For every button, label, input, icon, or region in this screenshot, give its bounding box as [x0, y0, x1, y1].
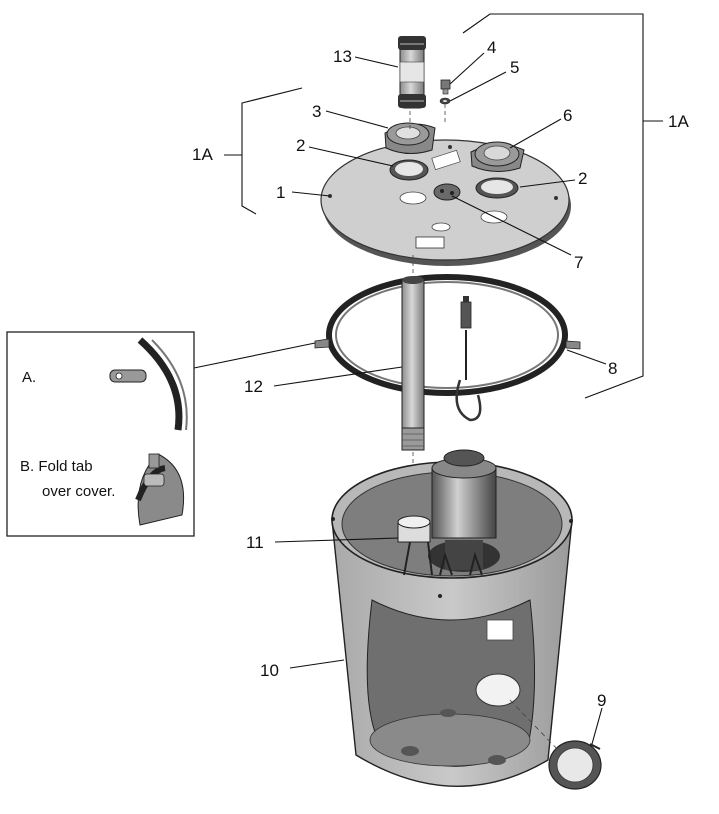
- detail-b-label: B. Fold tab: [20, 458, 93, 475]
- cover-bolt: [440, 79, 451, 95]
- callout-12: 12: [244, 377, 263, 396]
- basin-inlet-hole: [475, 673, 521, 707]
- grommet-right: [475, 177, 519, 199]
- callout-9: 9: [597, 691, 606, 710]
- cover-washer: [439, 97, 451, 105]
- cover-decal: [431, 149, 461, 171]
- callout-8: 8: [608, 359, 617, 378]
- detail-inset: A. B. Fold tab over cover.: [6, 331, 195, 537]
- callout-1: 1: [276, 183, 285, 202]
- cord-grommet: [433, 183, 461, 201]
- detail-a-illustration: [109, 337, 188, 431]
- callout-11: 11: [246, 533, 264, 552]
- callout-4: 4: [487, 38, 496, 57]
- bracket-1a-left: [241, 87, 303, 215]
- callout-2-left: 2: [296, 136, 305, 155]
- basin-label: [486, 619, 514, 641]
- cover-gasket-ring: [314, 274, 581, 396]
- detail-b-illustration: [135, 453, 185, 526]
- callout-1a-right: 1A: [668, 112, 689, 131]
- check-valve-union: [398, 36, 426, 109]
- callout-13: 13: [333, 47, 352, 66]
- callout-6: 6: [563, 106, 572, 125]
- vent-flange: [470, 141, 525, 172]
- bracket-1a-right: [462, 13, 644, 399]
- callout-5: 5: [510, 58, 519, 77]
- discharge-flange: [384, 122, 436, 154]
- detail-a-label: A.: [22, 369, 36, 386]
- cover-hole-left: [399, 191, 427, 205]
- callout-10: 10: [260, 661, 279, 680]
- cover-hole-center: [431, 222, 451, 232]
- inlet-hub-seal: [548, 740, 602, 790]
- callout-7: 7: [574, 253, 583, 272]
- inset-pointer-line: [193, 342, 316, 369]
- basin-cover: [320, 139, 571, 266]
- callout-2-right: 2: [578, 169, 587, 188]
- callout-1a-left: 1A: [192, 145, 213, 164]
- discharge-pipe: [401, 276, 425, 451]
- callout-3: 3: [312, 102, 321, 121]
- pump-discharge-outlet: [397, 515, 433, 576]
- grommet-left: [389, 159, 429, 181]
- sump-pump: [428, 296, 500, 576]
- cover-label-plate: [415, 236, 445, 249]
- detail-b-label-line2: over cover.: [42, 483, 115, 500]
